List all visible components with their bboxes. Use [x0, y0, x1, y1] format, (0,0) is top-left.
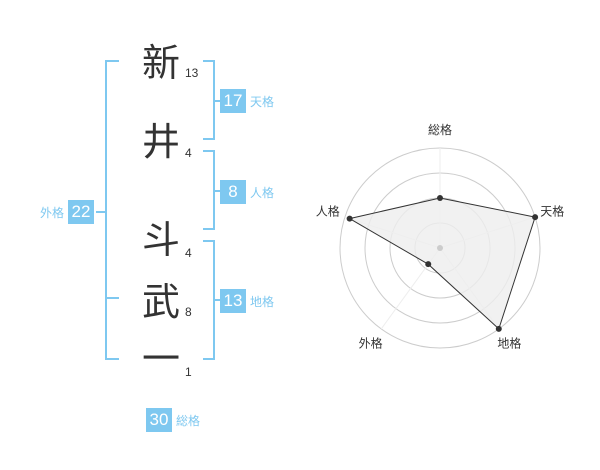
- radar-point-1: [437, 195, 443, 201]
- radar-label-2: 天格: [540, 204, 564, 219]
- gaikaku-tick: [96, 211, 105, 213]
- chikaku-bracket: [203, 240, 215, 360]
- chikaku-value: 13: [220, 289, 246, 313]
- jinkaku-badge: 8 人格: [220, 180, 274, 204]
- soukaku-value: 30: [146, 408, 172, 432]
- surname-divider-tick: [105, 297, 119, 299]
- radar-label-3: 地格: [497, 336, 521, 351]
- stroke-count-4: 8: [185, 305, 192, 319]
- radar-label-5: 人格: [316, 204, 340, 219]
- chikaku-badge: 13 地格: [220, 289, 274, 313]
- name-char-3: 斗: [141, 218, 180, 262]
- name-char-1: 新: [141, 41, 180, 85]
- name-char-2: 井: [141, 120, 180, 164]
- jinkaku-value: 8: [220, 180, 246, 204]
- tenkaku-value: 17: [220, 89, 246, 113]
- tenkaku-bracket: [203, 60, 215, 140]
- chikaku-label: 地格: [250, 294, 275, 309]
- tenkaku-label: 天格: [250, 94, 275, 109]
- chikaku-tick: [215, 299, 220, 301]
- gaikaku-badge: 外格 22: [40, 200, 95, 224]
- soukaku-label: 総格: [176, 413, 201, 428]
- radar-center-dot: [437, 245, 443, 251]
- soukaku-badge: 30 総格: [146, 408, 200, 432]
- stroke-count-1: 13: [185, 66, 199, 80]
- jinkaku-label: 人格: [250, 185, 275, 200]
- jinkaku-bracket: [203, 150, 215, 230]
- radar-label-1: 総格: [428, 122, 452, 137]
- tenkaku-tick: [215, 100, 220, 102]
- stroke-count-5: 1: [185, 365, 192, 379]
- gaikaku-value: 22: [68, 200, 95, 224]
- radar-data-area: [348, 197, 536, 330]
- gaikaku-label: 外格: [40, 205, 65, 220]
- name-char-4: 武: [141, 280, 180, 324]
- radar-point-5: [346, 215, 353, 222]
- stroke-count-3: 4: [185, 246, 192, 260]
- jinkaku-tick: [215, 190, 220, 192]
- radar-point-3: [495, 325, 502, 332]
- gaikaku-bracket: [105, 60, 119, 360]
- radar-point-2: [532, 214, 539, 221]
- name-char-5: 一: [141, 337, 180, 381]
- radar-label-4: 外格: [359, 336, 383, 351]
- radar-point-4: [425, 261, 432, 268]
- stroke-count-2: 4: [185, 146, 192, 160]
- radar-data-points: [346, 195, 539, 332]
- tenkaku-badge: 17 天格: [220, 89, 274, 113]
